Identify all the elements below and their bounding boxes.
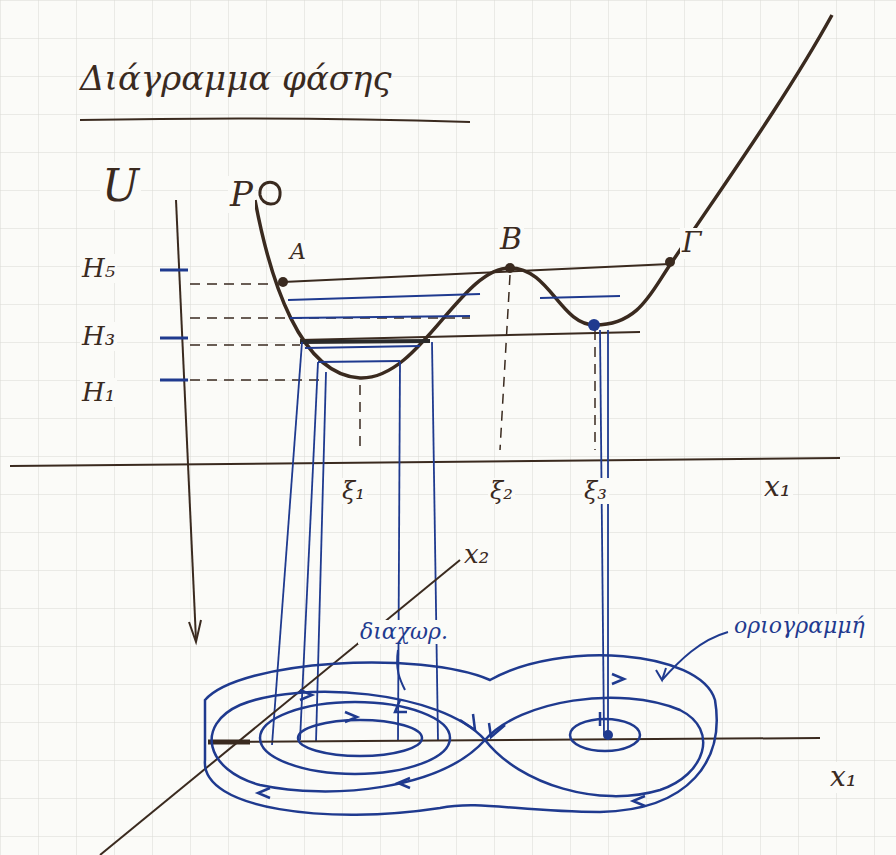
callout-note: οριογραμμή: [732, 614, 867, 638]
energy-ticks: [160, 270, 188, 380]
projection-lines: [272, 330, 608, 745]
coordinate-label: ξ₁: [340, 478, 367, 504]
point-label: B: [498, 222, 524, 255]
curve-hook: [260, 182, 280, 204]
callout-note: διαχωρ.: [358, 620, 450, 644]
point-label: A: [288, 240, 308, 264]
title-underline: [80, 118, 470, 122]
axis-label: x₂: [462, 540, 491, 569]
axis-label: x₁: [828, 762, 859, 793]
axis-label: x₁: [762, 472, 793, 503]
coordinate-label: ξ₃: [582, 478, 609, 504]
origin-mark: [208, 740, 250, 745]
x1-axis: [10, 458, 840, 466]
point-g: [665, 257, 675, 267]
axis-arrow: [189, 620, 201, 642]
min-point: [588, 319, 600, 331]
energy-label: H₃: [80, 322, 117, 351]
u-axis: [176, 200, 196, 640]
level-lines: [283, 264, 670, 340]
flow-arrows: [258, 674, 645, 806]
phase-orbits: [205, 655, 717, 814]
energy-label: H₁: [80, 378, 117, 407]
x2-axis: [100, 560, 460, 855]
point-label: P: [228, 176, 255, 213]
axis-label: U: [100, 162, 141, 210]
energy-dashes: [190, 275, 595, 450]
diagram-title: Διάγραμμα φάσης: [78, 60, 393, 97]
center-point: [603, 730, 613, 740]
energy-label: H₅: [80, 254, 117, 283]
point-label: Γ: [680, 228, 703, 259]
coordinate-label: ξ₂: [488, 478, 515, 504]
blue-levels: [288, 294, 620, 362]
